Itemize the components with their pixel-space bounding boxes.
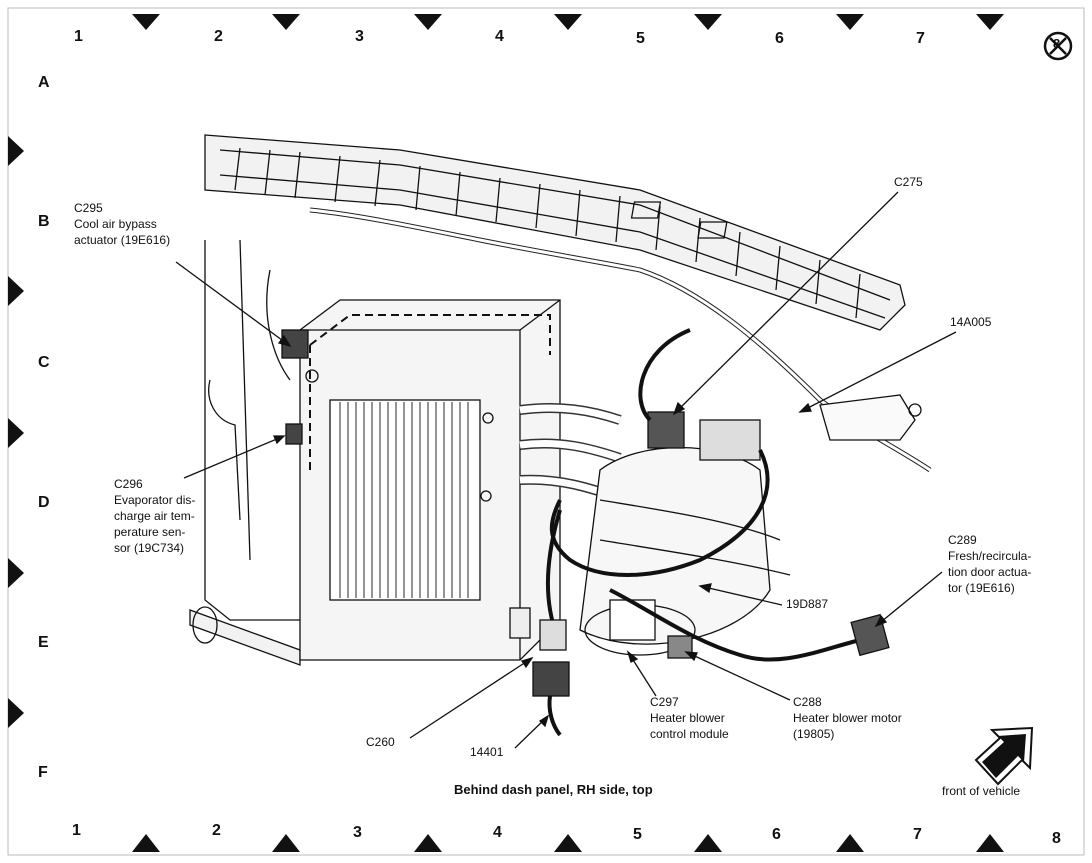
front-of-vehicle-note: front of vehicle xyxy=(942,784,1021,798)
corner-mark: 8 xyxy=(1053,36,1061,51)
callout-c288: C288 Heater blower motor (19805) xyxy=(793,694,902,742)
callout-c289-line1: Fresh/recircula- xyxy=(948,549,1032,563)
callout-14a005: 14A005 xyxy=(950,315,992,329)
callout-c288-line2: (19805) xyxy=(793,727,835,741)
leader-lines xyxy=(175,191,957,749)
corner-symbol-icon xyxy=(1043,31,1073,61)
grid-col-top-2: 2 xyxy=(214,28,223,45)
callout-c295: C295 Cool air bypass actuator (19E616) xyxy=(74,200,170,248)
callout-c288-line1: Heater blower motor xyxy=(793,711,902,725)
callout-c289-line2: tion door actua- xyxy=(948,565,1032,579)
grid-col-top-4: 4 xyxy=(495,28,504,45)
grid-col-bottom-8: 8 xyxy=(1052,830,1061,847)
left-grid-markers xyxy=(8,136,24,728)
grid-col-top-7: 7 xyxy=(916,30,925,47)
grid-col-top-3: 3 xyxy=(355,28,364,45)
grid-row-e: E xyxy=(38,634,49,651)
hvac-case-drawing xyxy=(281,299,622,661)
callout-c297: C297 Heater blower control module xyxy=(650,694,729,742)
grid-col-bottom-4: 4 xyxy=(493,824,502,841)
callout-14401: 14401 xyxy=(470,745,504,759)
grid-col-bottom-1: 1 xyxy=(72,822,81,839)
callout-c296-line2: charge air tem- xyxy=(114,509,195,523)
callout-19d887: 19D887 xyxy=(786,597,829,611)
front-of-vehicle-arrow-icon xyxy=(974,726,1034,786)
grid-row-d: D xyxy=(38,494,50,511)
dash-structure-drawing xyxy=(189,134,932,666)
diagram-caption: Behind dash panel, RH side, top xyxy=(454,782,653,797)
blower-housing-drawing xyxy=(509,328,890,737)
callout-c289: C289 Fresh/recircula- tion door actua- t… xyxy=(948,532,1031,596)
callout-c296-id: C296 xyxy=(114,477,143,491)
callout-c295-id: C295 xyxy=(74,201,103,215)
grid-col-bottom-7: 7 xyxy=(913,826,922,843)
grid-row-a: A xyxy=(38,74,50,91)
bottom-grid-markers xyxy=(132,834,1004,852)
callout-c275: C275 xyxy=(894,175,923,189)
grid-col-top-5: 5 xyxy=(636,30,645,47)
callout-c297-line2: control module xyxy=(650,727,729,741)
grid-col-bottom-3: 3 xyxy=(353,824,362,841)
callout-c295-line1: Cool air bypass xyxy=(74,217,157,231)
grid-col-bottom-5: 5 xyxy=(633,826,642,843)
callout-c297-id: C297 xyxy=(650,695,679,709)
grid-col-top-1: 1 xyxy=(74,28,83,45)
grid-row-b: B xyxy=(38,213,50,230)
grid-col-bottom-6: 6 xyxy=(772,826,781,843)
grid-col-bottom-2: 2 xyxy=(212,822,221,839)
callout-c296: C296 Evaporator dis- charge air tem- per… xyxy=(114,476,195,556)
grid-col-top-6: 6 xyxy=(775,30,784,47)
callout-c296-line4: sor (19C734) xyxy=(114,541,185,555)
callout-c296-line1: Evaporator dis- xyxy=(114,493,196,507)
callout-c296-line3: perature sen- xyxy=(114,525,186,539)
grid-row-c: C xyxy=(38,354,50,371)
callout-c288-id: C288 xyxy=(793,695,822,709)
callout-c260: C260 xyxy=(366,735,395,749)
callout-c295-line2: actuator (19E616) xyxy=(74,233,171,247)
callout-c289-line3: tor (19E616) xyxy=(948,581,1015,595)
grid-row-f: F xyxy=(38,764,48,781)
callout-c289-id: C289 xyxy=(948,533,977,547)
top-grid-markers xyxy=(132,14,1004,30)
callout-c297-line1: Heater blower xyxy=(650,711,725,725)
